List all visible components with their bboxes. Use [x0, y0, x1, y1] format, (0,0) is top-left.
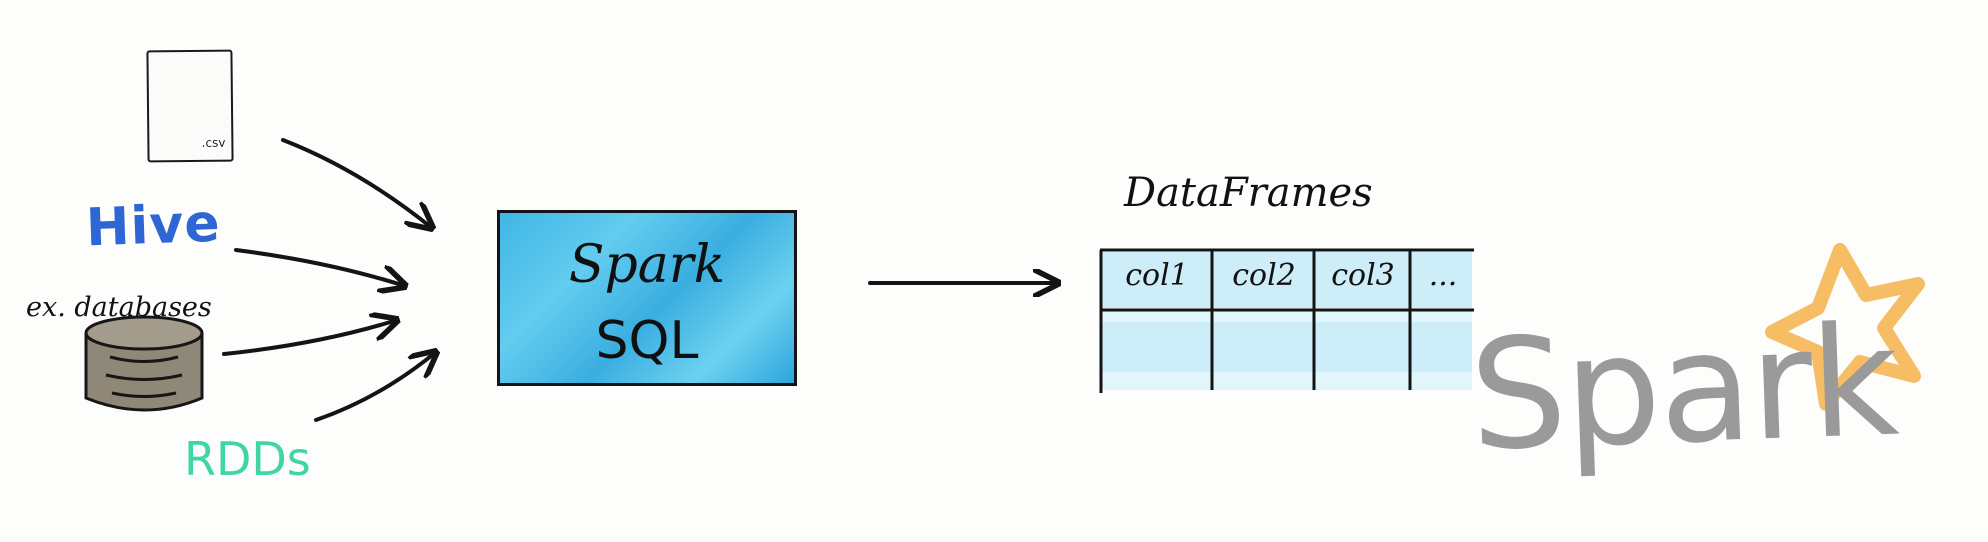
spark-sql-box: Spark SQL: [497, 210, 797, 386]
dataframe-table-grid: [1099, 248, 1474, 393]
csv-label: .csv: [201, 135, 226, 150]
hive-label: Hive: [84, 193, 222, 259]
spark-logo-word: Spark: [1467, 292, 1900, 485]
column-header-3: col3: [1331, 258, 1395, 293]
rdds-label: RDDs: [184, 432, 311, 486]
spark-sql-title: Spark: [568, 235, 726, 295]
dataframe-table: col1 col2 col3 ...: [1100, 247, 1474, 393]
column-header-1: col1: [1125, 258, 1189, 293]
dataframes-title: DataFrames: [1124, 170, 1373, 216]
arrow-csv-to-spark: [281, 138, 432, 228]
databases-label: ex. databases: [26, 292, 212, 323]
arrow-hive-to-spark: [234, 248, 405, 286]
spark-sql-subtitle: SQL: [595, 311, 699, 371]
arrow-db-to-spark: [222, 320, 397, 356]
csv-file-icon: .csv: [146, 49, 234, 163]
column-header-more: ...: [1428, 258, 1458, 293]
arrow-rdds-to-spark: [314, 352, 436, 422]
database-cylinder-icon: [84, 315, 204, 412]
spark-star-icon: [1765, 243, 1925, 411]
column-header-2: col2: [1232, 258, 1296, 293]
